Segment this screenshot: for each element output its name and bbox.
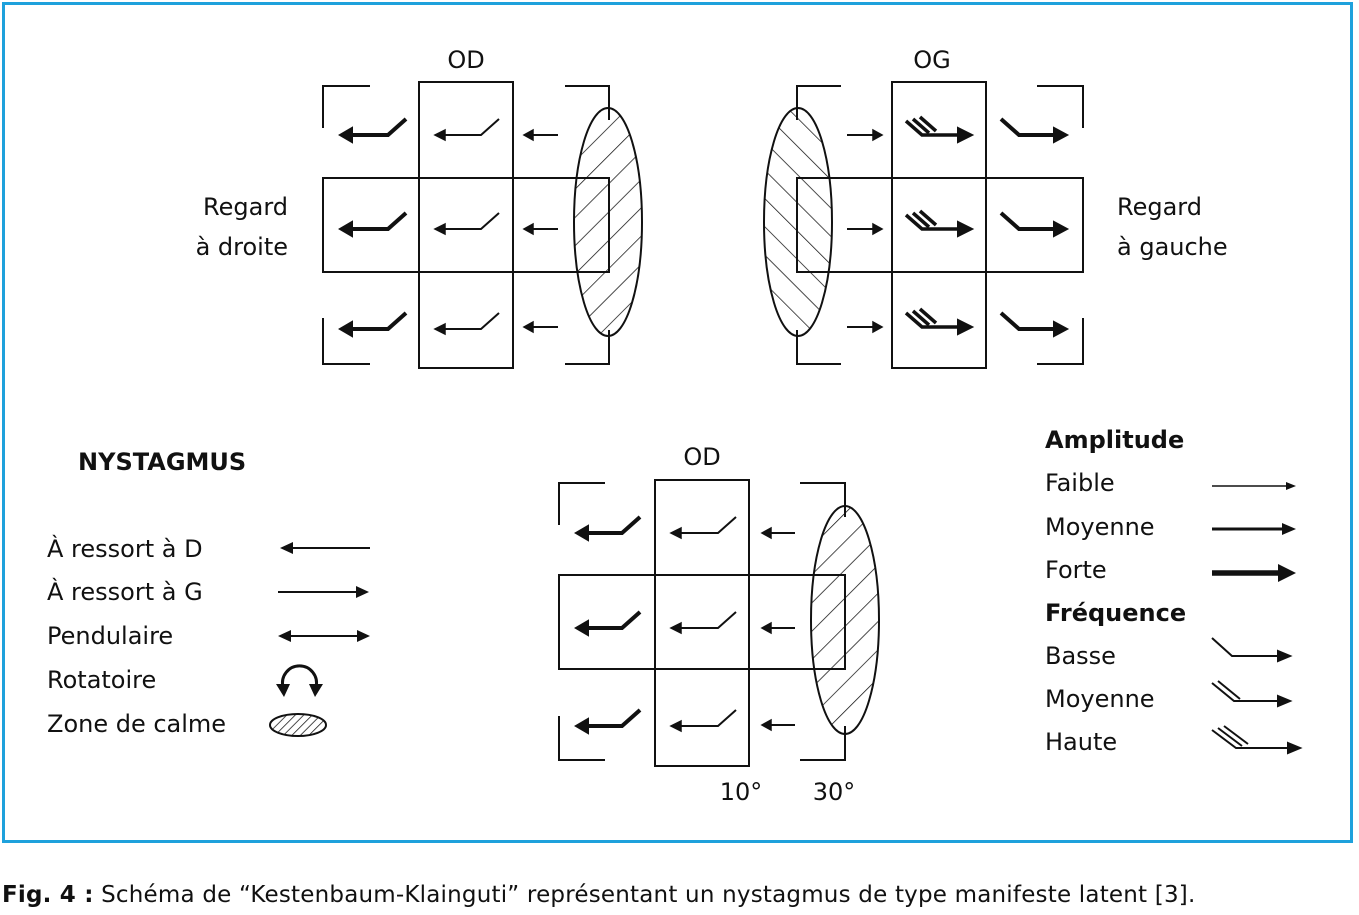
legend-frequence-title: Fréquence <box>1045 599 1186 627</box>
legend-amplitude-frequence: Amplitude Faible Moyenne Forte Fréquence… <box>1045 426 1303 756</box>
double-arrow-icon <box>278 630 370 642</box>
figure-caption: Fig. 4 : Schéma de “Kestenbaum-Klainguti… <box>2 882 1195 908</box>
legend-frequence-basse: Basse <box>1045 642 1116 670</box>
od-label-bottom: OD <box>683 443 720 471</box>
legend-frequence-haute: Haute <box>1045 728 1117 756</box>
legend-frequence-moyenne: Moyenne <box>1045 685 1155 713</box>
legend-nystagmus-title: NYSTAGMUS <box>78 448 246 476</box>
gaze-right-line2: à droite <box>196 233 288 261</box>
hatched-ellipse-icon <box>269 713 327 737</box>
diagram-od-bottom: OD 10° 30° <box>558 443 880 806</box>
diagram-od-top: OD Regard à droite <box>196 46 643 369</box>
legend-item-pendulaire: Pendulaire <box>47 622 173 650</box>
figure-frame <box>2 2 1353 843</box>
zone-de-calme-od-top <box>573 107 643 337</box>
caption-label: Fig. 4 : <box>2 882 94 908</box>
legend-item-ressort-g: À ressort à G <box>47 577 203 606</box>
legend-amplitude-forte: Forte <box>1045 556 1107 584</box>
arrow-right-icon <box>278 586 369 598</box>
legend-amplitude-title: Amplitude <box>1045 426 1184 454</box>
zone-de-calme-og-top <box>763 107 833 337</box>
legend-item-ressort-d: À ressort à D <box>47 534 203 563</box>
legend-amplitude-faible: Faible <box>1045 469 1115 497</box>
amplitude-faible-icon <box>1212 482 1296 490</box>
angle-10: 10° <box>720 778 763 806</box>
frequence-moyenne-icon <box>1211 680 1293 708</box>
legend-item-rotatoire: Rotatoire <box>47 666 156 694</box>
amplitude-moyenne-icon <box>1212 523 1296 535</box>
legend-nystagmus: NYSTAGMUS À ressort à D À ressort à G Pe… <box>47 448 370 738</box>
od-label-top: OD <box>447 46 484 74</box>
og-label-top: OG <box>913 46 951 74</box>
gaze-right-line1: Regard <box>203 193 288 221</box>
gaze-left-line1: Regard <box>1117 193 1202 221</box>
frequence-basse-icon <box>1211 637 1293 663</box>
frequence-haute-icon <box>1211 725 1303 755</box>
caption-text: Schéma de “Kestenbaum-Klainguti” représe… <box>93 882 1196 908</box>
gaze-left-line2: à gauche <box>1117 233 1228 261</box>
diagram-og-top: OG Regard à gauche <box>763 46 1228 369</box>
arrow-left-icon <box>280 542 370 554</box>
amplitude-forte-icon <box>1212 564 1296 582</box>
legend-amplitude-moyenne: Moyenne <box>1045 513 1155 541</box>
zone-de-calme-od-bottom <box>810 505 880 735</box>
legend-item-zone-calme: Zone de calme <box>47 710 226 738</box>
angle-30: 30° <box>813 778 856 806</box>
rotation-icon <box>276 664 323 697</box>
